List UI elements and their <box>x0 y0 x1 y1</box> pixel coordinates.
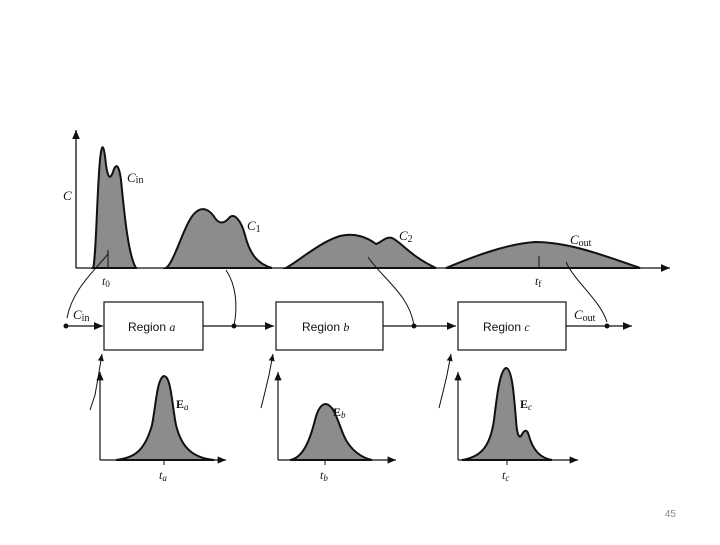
pointer-a <box>89 353 104 411</box>
region-c-box <box>457 301 567 351</box>
node-out <box>604 323 610 329</box>
rtd-tick-a: ta <box>159 468 167 483</box>
curve-c-in <box>91 146 138 269</box>
label-c-out: Cout <box>570 232 592 249</box>
label-c1: C1 <box>247 218 261 235</box>
y-axis-label: C <box>63 188 72 203</box>
rtd-graph-b: Eb tb <box>274 372 396 483</box>
region-b-label: Region b <box>302 320 349 334</box>
rtd-label-a: Ea <box>176 397 189 412</box>
rtd-curve-a <box>115 374 215 461</box>
rtd-curve-b <box>289 402 373 461</box>
rtd-curve-c <box>461 366 553 461</box>
rtd-graph-a: Ea ta <box>96 372 226 483</box>
flow-output-label: Cout <box>574 307 596 324</box>
connector-c-out <box>565 261 608 323</box>
region-c-label: Region c <box>483 320 530 334</box>
curve-c2 <box>282 233 437 269</box>
node-ab <box>231 323 237 329</box>
rtd-tick-c: tc <box>502 468 509 483</box>
curve-c-out <box>445 240 641 269</box>
flow-line: Cin Cout Region a Region b Region c <box>63 301 632 351</box>
rtd-label-b: Eb <box>333 405 346 420</box>
label-c-in: Cin <box>127 170 143 186</box>
connector-c2 <box>367 256 415 327</box>
rtd-graph-c: Ec tc <box>454 366 578 483</box>
node-bc <box>411 323 417 329</box>
node-in <box>63 323 69 329</box>
tick-label-t0: t0 <box>102 274 110 289</box>
flow-input-label: Cin <box>73 307 89 324</box>
curve-c1 <box>162 208 273 269</box>
region-a-box <box>103 301 204 351</box>
rtd-tick-b: tb <box>320 468 328 483</box>
pointer-b <box>260 353 275 409</box>
connectors <box>66 253 608 327</box>
rtd-label-c: Ec <box>520 397 532 412</box>
label-c2: C2 <box>399 228 413 245</box>
tick-label-tf: tf <box>535 274 541 289</box>
region-b-box <box>275 301 384 351</box>
rtd-pointers <box>89 353 453 411</box>
connector-c-in <box>66 253 109 319</box>
connector-c1 <box>225 269 237 327</box>
region-a-label: Region a <box>128 320 175 334</box>
pointer-c <box>438 353 453 409</box>
page-number: 45 <box>664 509 676 520</box>
concentration-graph: C Cin C1 C2 Cout t0 tf <box>63 130 670 289</box>
